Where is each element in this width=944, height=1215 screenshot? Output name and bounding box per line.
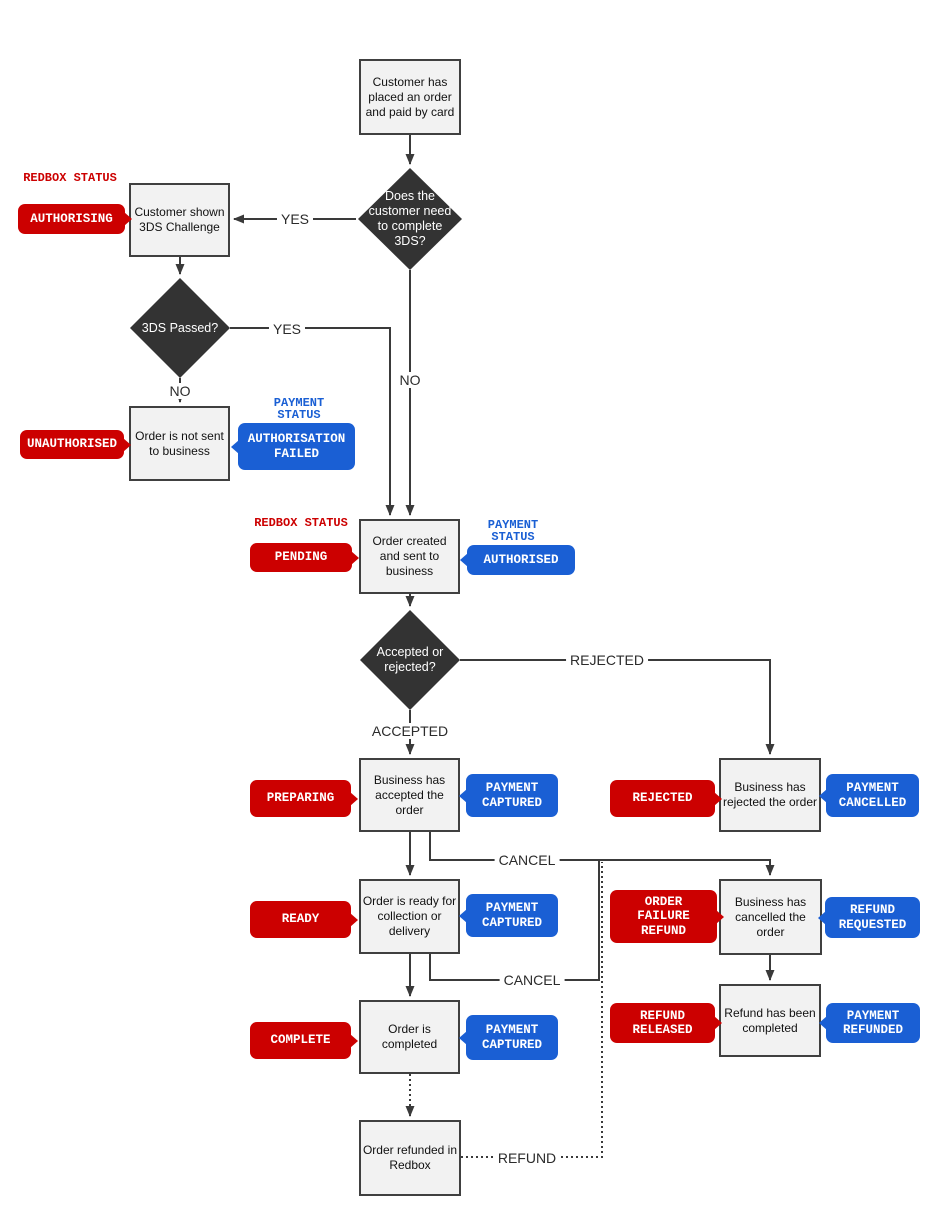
- badge-refund-requested-label: REFUND REQUESTED: [838, 903, 907, 932]
- node-not-sent: Order is not sent to business: [129, 406, 230, 481]
- edge-label-yes-need3ds: YES: [276, 211, 314, 227]
- badge-payment-refunded-label: PAYMENT REFUNDED: [842, 1008, 903, 1037]
- badge-authorised-label: AUTHORISED: [483, 552, 559, 567]
- node-ready: Order is ready for collection or deliver…: [359, 879, 460, 954]
- edge-label-cancel-1: CANCEL: [494, 852, 560, 868]
- badge-authorisation-failed: AUTHORISATION FAILED: [238, 423, 355, 470]
- badge-rejected-label: REJECTED: [632, 791, 693, 806]
- node-refunded-redbox-label: Order refunded in Redbox: [362, 1143, 458, 1172]
- node-cancelled-label: Business has cancelled the order: [734, 894, 807, 939]
- badge-pending-label: PENDING: [274, 550, 328, 565]
- badge-preparing-label: PREPARING: [266, 791, 335, 806]
- node-not-sent-label: Order is not sent to business: [135, 428, 224, 458]
- node-rejected-label: Business has rejected the order: [722, 780, 818, 809]
- badge-payment-captured-accepted-label: PAYMENT CAPTURED: [481, 781, 542, 810]
- badge-preparing: PREPARING: [250, 780, 351, 817]
- badge-payment-cancelled: PAYMENT CANCELLED: [826, 774, 919, 817]
- badge-refund-requested: REFUND REQUESTED: [825, 897, 920, 938]
- node-shown-3ds: Customer shown 3DS Challenge: [129, 183, 230, 257]
- node-refunded-redbox: Order refunded in Redbox: [359, 1120, 461, 1196]
- node-accepted: Business has accepted the order: [359, 758, 460, 832]
- node-ready-label: Order is ready for collection or deliver…: [362, 894, 457, 938]
- badge-payment-captured-completed: PAYMENT CAPTURED: [466, 1015, 558, 1060]
- badge-payment-captured-ready: PAYMENT CAPTURED: [466, 894, 558, 937]
- badge-refund-released: REFUND RELEASED: [610, 1003, 715, 1043]
- decision-accept-reject-label: Accepted or rejected?: [376, 645, 444, 674]
- node-created-label: Order created and sent to business: [372, 534, 447, 578]
- badge-payment-captured-ready-label: PAYMENT CAPTURED: [481, 901, 542, 930]
- legend-payment-status-2: PAYMENT STATUS: [487, 518, 539, 544]
- edge-label-rejected: REJECTED: [566, 652, 648, 668]
- node-cancelled: Business has cancelled the order: [719, 879, 822, 955]
- badge-order-failure-refund-label: ORDER FAILURE REFUND: [637, 894, 690, 938]
- edge-label-cancel-2: CANCEL: [499, 972, 565, 988]
- edge-label-no-need3ds: NO: [395, 372, 425, 388]
- edge-cancel-from-accepted: [429, 832, 775, 876]
- badge-complete: COMPLETE: [250, 1022, 351, 1059]
- legend-redbox-status-2: REDBOX STATUS: [254, 516, 348, 530]
- badge-order-failure-refund: ORDER FAILURE REFUND: [610, 890, 717, 943]
- decision-need-3ds-label: Does the customer need to complete 3DS?: [368, 189, 452, 248]
- badge-authorised: AUTHORISED: [467, 545, 575, 575]
- node-accepted-label: Business has accepted the order: [373, 772, 446, 817]
- badge-unauthorised-label: UNAUTHORISED: [26, 437, 117, 452]
- badge-authorising: AUTHORISING: [18, 204, 125, 234]
- node-start: Customer has placed an order and paid by…: [359, 59, 461, 135]
- node-completed-label: Order is completed: [381, 1022, 438, 1051]
- edge-label-no-3ds-passed: NO: [165, 383, 195, 399]
- node-start-label: Customer has placed an order and paid by…: [365, 74, 455, 119]
- edge-label-yes-3ds-passed: YES: [268, 321, 306, 337]
- badge-ready-label: READY: [281, 912, 320, 927]
- badge-payment-captured-completed-label: PAYMENT CAPTURED: [481, 1023, 542, 1052]
- node-created: Order created and sent to business: [359, 519, 460, 594]
- edge-rejected-branch: [460, 659, 775, 755]
- badge-rejected: REJECTED: [610, 780, 715, 817]
- node-refund-completed-label: Refund has been completed: [724, 1005, 816, 1035]
- badge-unauthorised: UNAUTHORISED: [20, 430, 124, 459]
- badge-ready: READY: [250, 901, 351, 938]
- node-refund-completed: Refund has been completed: [719, 984, 821, 1057]
- badge-complete-label: COMPLETE: [270, 1033, 331, 1048]
- badge-pending: PENDING: [250, 543, 352, 572]
- badge-payment-captured-accepted: PAYMENT CAPTURED: [466, 774, 558, 817]
- badge-authorising-label: AUTHORISING: [30, 211, 113, 226]
- badge-payment-refunded: PAYMENT REFUNDED: [826, 1003, 920, 1043]
- edge-label-accepted: ACCEPTED: [367, 723, 453, 739]
- badge-refund-released-label: REFUND RELEASED: [632, 1008, 693, 1037]
- node-shown-3ds-label: Customer shown 3DS Challenge: [134, 205, 225, 234]
- legend-redbox-status-1: REDBOX STATUS: [23, 171, 117, 185]
- badge-payment-cancelled-label: PAYMENT CANCELLED: [838, 781, 907, 810]
- edge-label-refund: REFUND: [493, 1150, 561, 1166]
- decision-3ds-passed-label: 3DS Passed?: [141, 320, 219, 335]
- badge-authorisation-failed-label: AUTHORISATION FAILED: [247, 432, 346, 461]
- legend-payment-status-1: PAYMENT STATUS: [273, 396, 325, 422]
- node-rejected: Business has rejected the order: [719, 758, 821, 832]
- node-completed: Order is completed: [359, 1000, 460, 1074]
